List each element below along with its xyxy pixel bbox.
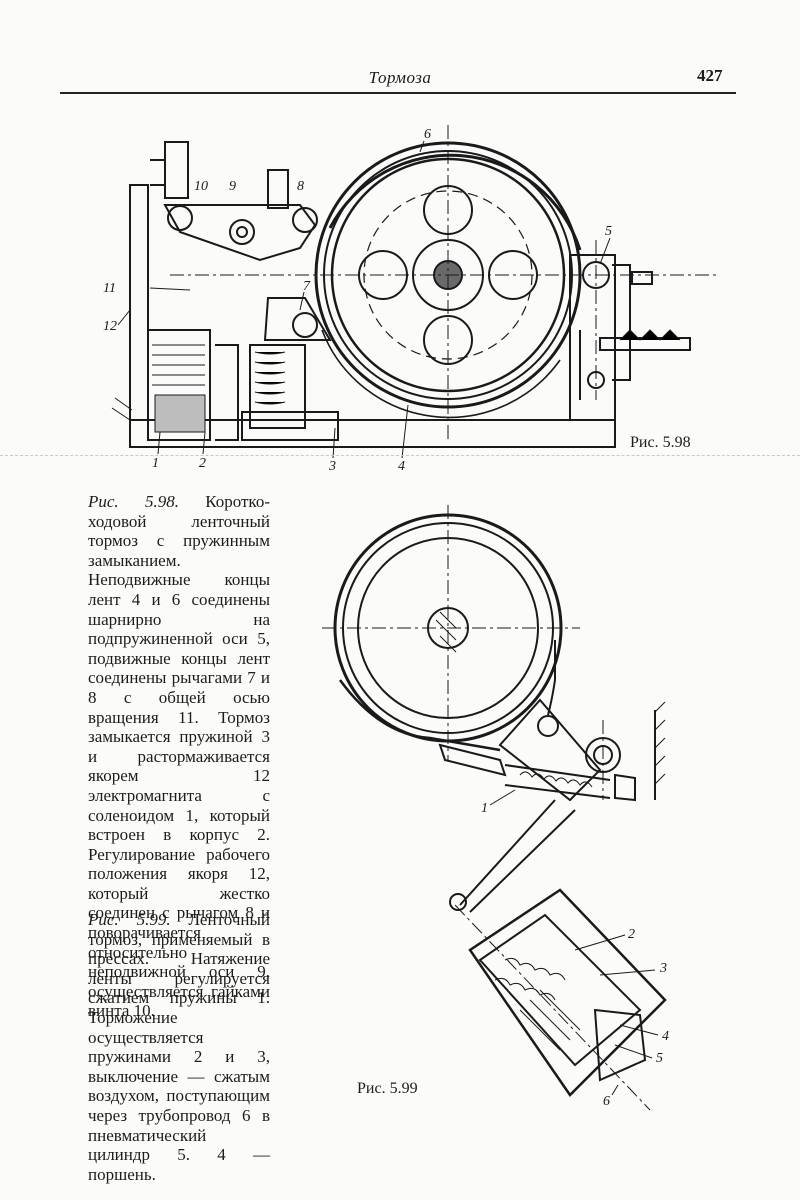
figure-5-98-label: Рис. 5.98: [630, 434, 691, 451]
callout-598-12: 12: [103, 319, 117, 334]
figure-5-98-drawing: 1 2 3 4 5 6 7 8 9 10 11 12: [103, 125, 720, 474]
callout-599-5: 5: [656, 1051, 663, 1066]
callout-598-3: 3: [328, 459, 336, 474]
callout-598-1: 1: [152, 456, 159, 471]
callout-598-8: 8: [297, 179, 304, 194]
header-rule: [60, 92, 736, 94]
figure-5-99-caption-ref: Рис. 5.99.: [88, 910, 171, 929]
figure-5-99-drawing: 1 2 3 4 5 6: [322, 505, 669, 1111]
callout-599-4: 4: [662, 1029, 669, 1044]
figure-5-99-caption: Рис. 5.99. Ленточный тормоз, применяемый…: [88, 910, 270, 1184]
callout-598-5: 5: [605, 224, 612, 239]
callout-598-7: 7: [303, 279, 311, 294]
callout-599-2: 2: [628, 927, 635, 942]
figure-5-99-label: Рис. 5.99: [357, 1080, 418, 1097]
figure-5-98-caption: Рис. 5.98. Коротко­ходовой ленточный тор…: [88, 492, 270, 1021]
callout-598-6: 6: [424, 127, 431, 142]
figure-5-99-caption-text: Ленточный тормоз, применяемый в прессах.…: [88, 910, 270, 1184]
callout-598-9: 9: [229, 179, 236, 194]
callout-599-1: 1: [481, 801, 488, 816]
running-header-title: Тормоза: [368, 68, 432, 87]
scan-artifact-line: [0, 455, 800, 456]
callout-598-10: 10: [194, 179, 208, 194]
callout-598-2: 2: [199, 456, 206, 471]
figure-5-98-caption-text: Коротко­ходовой ленточный тормоз с пружи…: [88, 492, 270, 1021]
callout-598-4: 4: [398, 459, 405, 474]
callout-599-3: 3: [659, 961, 667, 976]
callout-599-6: 6: [603, 1094, 610, 1109]
callout-598-11: 11: [103, 281, 116, 296]
figure-5-98-caption-ref: Рис. 5.98.: [88, 492, 179, 511]
page-number: 427: [697, 66, 723, 85]
